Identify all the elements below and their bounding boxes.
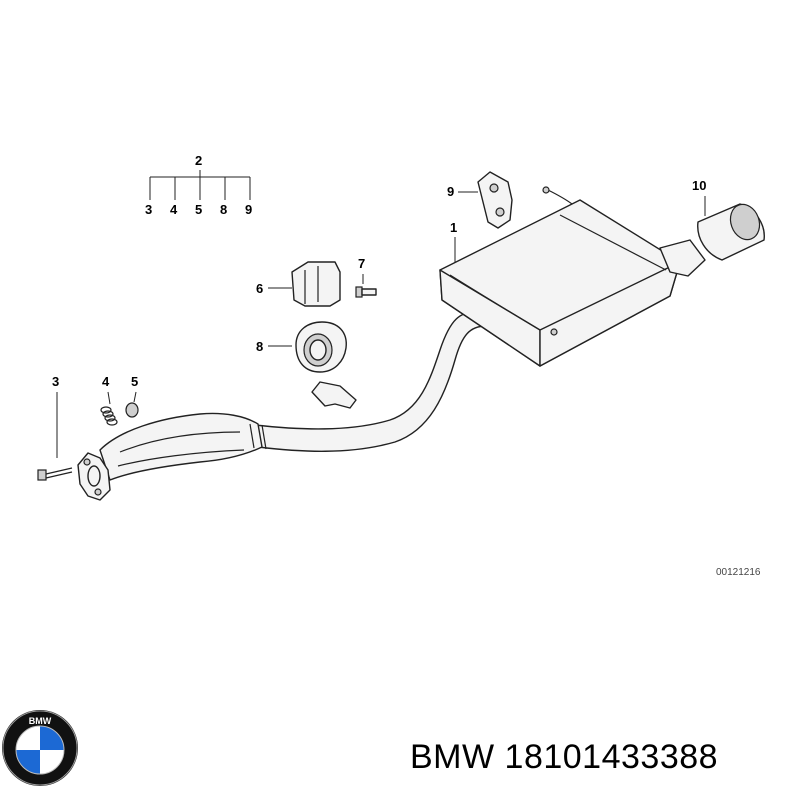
label-1: 1 — [450, 220, 457, 235]
part-number: 18101433388 — [504, 738, 719, 776]
part-caption: BMW 18101433388 — [410, 738, 718, 777]
label-group-5: 5 — [195, 202, 202, 217]
label-4: 4 — [102, 374, 110, 389]
tailpipe-assembly: 10 — [692, 178, 765, 261]
label-2: 2 — [195, 153, 202, 168]
front-fasteners: 3 4 5 — [37, 374, 139, 481]
label-8: 8 — [256, 339, 263, 354]
hanger-assembly: 9 — [447, 171, 573, 229]
diagram-code: 00121216 — [716, 567, 761, 578]
label-group-8: 8 — [220, 202, 227, 217]
rear-silencer: 1 — [439, 199, 706, 367]
bmw-logo-icon: BMW — [2, 710, 78, 786]
logo-lettering: BMW — [29, 716, 52, 726]
bolt-head-icon — [37, 469, 47, 481]
label-group-3: 3 — [145, 202, 152, 217]
label-6: 6 — [256, 281, 263, 296]
label-group-9: 9 — [245, 202, 252, 217]
brand-name: BMW — [410, 738, 495, 776]
spring-icon — [100, 406, 118, 426]
label-10: 10 — [692, 178, 706, 193]
label-group-4: 4 — [170, 202, 178, 217]
mount-bracket — [311, 381, 357, 409]
nut-icon — [125, 402, 139, 418]
bracket-assembly: 6 7 — [256, 256, 377, 307]
hanger-rubber — [477, 171, 513, 229]
group-bracket-2: 2 3 4 5 8 9 — [145, 153, 252, 217]
label-3: 3 — [52, 374, 59, 389]
label-5: 5 — [131, 374, 138, 389]
label-7: 7 — [358, 256, 365, 271]
clamp-assembly: 8 — [256, 321, 357, 409]
label-9: 9 — [447, 184, 454, 199]
sensor-wire — [547, 189, 573, 205]
bracket — [291, 261, 341, 307]
bolt-7-icon — [355, 286, 363, 298]
front-pipe — [77, 311, 487, 501]
